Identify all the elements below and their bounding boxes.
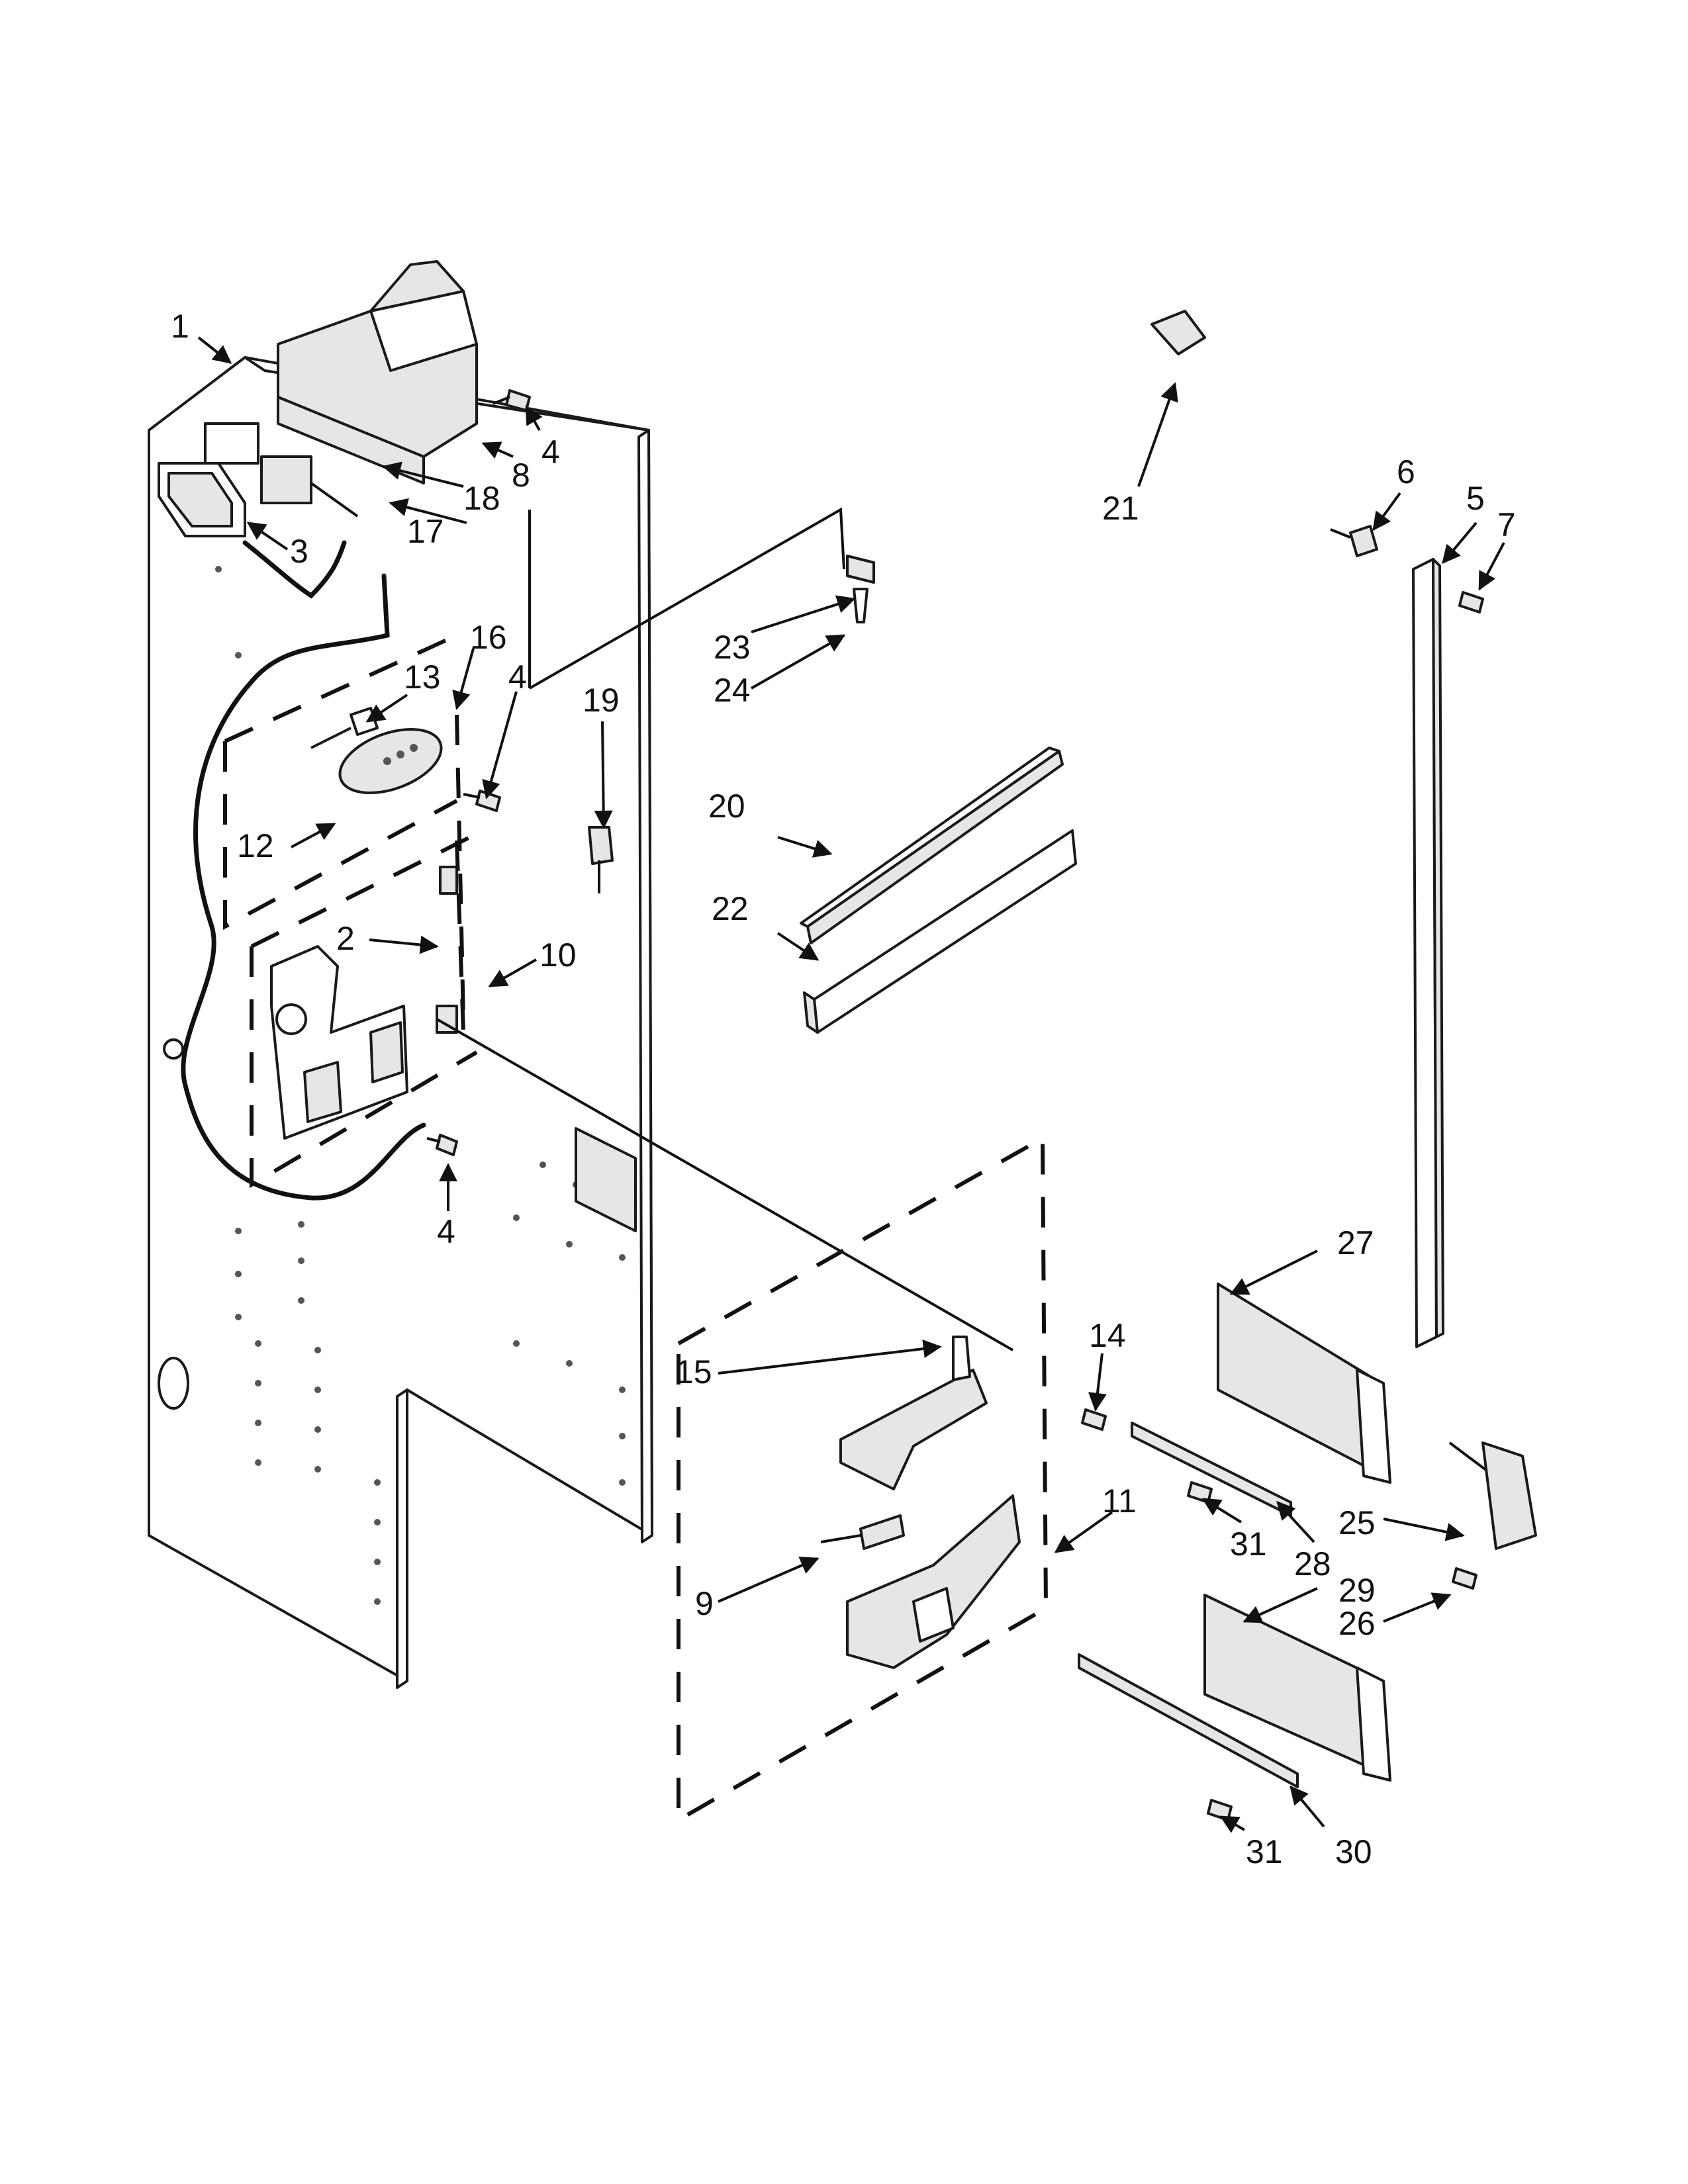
rail-5 (1412, 558, 1444, 1348)
air-diffuser (158, 462, 246, 537)
callout-30: 30 (1335, 1833, 1372, 1870)
callout-27: 27 (1337, 1224, 1374, 1261)
rail-28 (1131, 1422, 1292, 1517)
bracket-21 (1150, 310, 1206, 355)
control-housing (310, 707, 443, 795)
callout-7: 7 (1497, 506, 1516, 543)
callout-20: 20 (708, 788, 745, 825)
cover-15 (839, 1336, 988, 1490)
callout-4-bottom: 4 (437, 1213, 455, 1250)
callout-5: 5 (1466, 480, 1485, 517)
callout-22: 22 (712, 890, 749, 927)
callout-19: 19 (583, 682, 620, 719)
trim-29 (1203, 1594, 1391, 1782)
vent-housing (204, 396, 425, 484)
callout-2: 2 (336, 920, 355, 957)
light-housing (270, 945, 408, 1140)
callout-labels: 1 2 3 4 4 4 5 6 7 8 9 10 11 12 13 14 15 … (171, 308, 1516, 1870)
insert-25 (1481, 1441, 1537, 1550)
screw-31a (1187, 1481, 1213, 1504)
callout-31-lower: 31 (1246, 1833, 1283, 1870)
lamp-socket (436, 866, 458, 1034)
screw-bottom (426, 1134, 458, 1156)
rail-20 (800, 747, 1064, 944)
screw-14 (1081, 1408, 1107, 1431)
callout-1: 1 (171, 308, 189, 345)
callout-4-mid: 4 (508, 659, 527, 696)
callout-8: 8 (512, 457, 530, 494)
callout-23: 23 (714, 629, 751, 666)
callout-4-top: 4 (541, 433, 560, 471)
callout-25: 25 (1338, 1504, 1376, 1541)
callout-15: 15 (675, 1353, 712, 1390)
duct-cover (277, 260, 478, 458)
callout-14: 14 (1089, 1317, 1126, 1354)
callout-16: 16 (470, 619, 507, 656)
callout-9: 9 (695, 1585, 714, 1622)
callout-31-upper: 31 (1230, 1525, 1267, 1563)
trim-27 (1217, 1283, 1391, 1484)
callout-13: 13 (404, 659, 441, 696)
bracket-22 (803, 829, 1077, 1034)
screw-top (492, 389, 531, 412)
clip-6 (1330, 525, 1378, 557)
callout-29: 29 (1338, 1572, 1376, 1609)
callout-28: 28 (1294, 1545, 1331, 1582)
housing-11 (846, 1494, 1021, 1669)
callout-21: 21 (1102, 490, 1139, 527)
callout-24: 24 (714, 672, 751, 709)
callout-10: 10 (539, 936, 577, 974)
screw-31b (1207, 1799, 1233, 1821)
callout-26: 26 (1338, 1605, 1376, 1642)
damper-control (260, 455, 359, 518)
harness-9 (820, 1514, 905, 1550)
thermistor (588, 826, 614, 893)
callout-17: 17 (407, 513, 444, 550)
callout-12: 12 (237, 827, 274, 864)
callout-6: 6 (1397, 453, 1415, 490)
callout-18: 18 (463, 480, 500, 517)
callout-11: 11 (1102, 1482, 1137, 1520)
harness (181, 540, 426, 1201)
clip-23 (846, 555, 875, 623)
screw-26 (1452, 1567, 1477, 1590)
leader-arrows (197, 336, 1505, 1833)
callout-3: 3 (290, 533, 308, 570)
screw-7 (1458, 591, 1484, 614)
